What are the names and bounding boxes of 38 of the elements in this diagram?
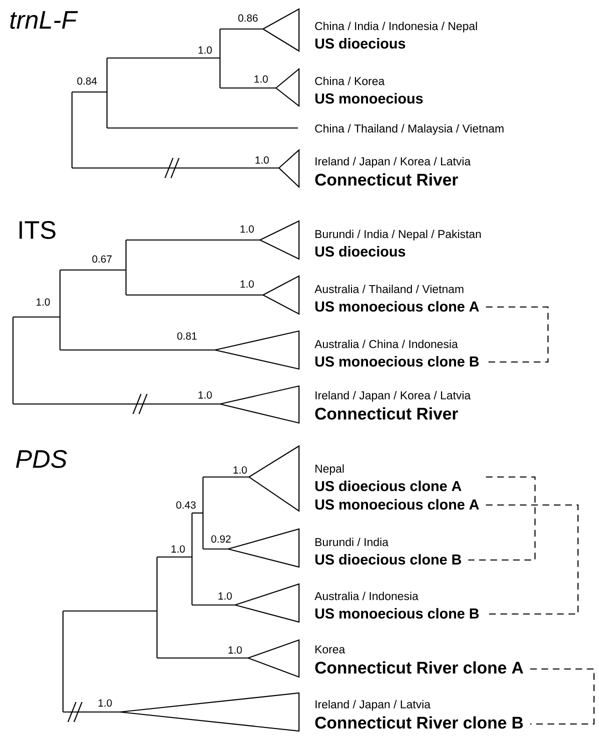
taxon-label: China / Korea US monoecious [315, 76, 423, 104]
taxon-label: Australia / China / Indonesia US monoecious clone B [314, 340, 479, 367]
taxon-label: Ireland / Japan / Latvia Connecticut River clone B [315, 700, 523, 729]
support-value: 1.0 [198, 391, 212, 399]
support-value: 0.81 [177, 332, 197, 340]
taxon-label: Ireland / Japan / Korea / Latvia Connecticut River [315, 391, 471, 420]
dashed-bracket [486, 306, 549, 363]
support-value: 1.0 [240, 280, 254, 288]
support-value: 1.0 [36, 298, 50, 306]
support-value: 0.86 [238, 14, 258, 22]
taxon-label: China / Thailand / Malaysia / Vietnam [315, 124, 504, 135]
taxon-label: Korea Connecticut River clone A [315, 645, 524, 674]
support-value: 1.0 [240, 225, 254, 233]
support-value: 1.0 [172, 545, 185, 553]
dashed-bracket [486, 504, 579, 615]
panel-title: PDS [16, 450, 67, 468]
dashed-bracket [530, 668, 595, 725]
support-value: 0.92 [211, 535, 231, 543]
taxon-label: Nepal US dioecious clone A US monoecious clone A [315, 464, 479, 510]
dashed-bracket [468, 476, 536, 561]
support-value: 1.0 [234, 466, 247, 474]
support-value: 1.0 [198, 46, 212, 54]
taxon-label: Australia / Thailand / Vietnam US monoecious clone A [314, 284, 479, 312]
support-value: 1.0 [256, 156, 269, 164]
support-value: 1.0 [254, 75, 268, 83]
taxon-label: Burundi / India / Nepal / Pakistan US dioecious [315, 230, 481, 257]
taxon-label: China / India / Indonesia / Nepal US dioecious [315, 22, 477, 49]
taxon-label: Burundi / India US dioecious clone B [315, 538, 462, 565]
panel-title: ITS [20, 221, 56, 239]
support-value: 1.0 [228, 646, 242, 654]
taxon-label: Australia / Indonesia US monoecious clone B [314, 592, 479, 619]
panel-title: trnL-F [10, 11, 78, 29]
support-value: 0.84 [77, 77, 97, 85]
taxon-label: Ireland / Japan / Korea / Latvia Connecticut River [315, 157, 471, 186]
support-value: 0.43 [176, 501, 196, 509]
support-value: 0.67 [92, 255, 112, 263]
support-value: 1.0 [218, 592, 232, 600]
support-value: 1.0 [98, 699, 112, 707]
